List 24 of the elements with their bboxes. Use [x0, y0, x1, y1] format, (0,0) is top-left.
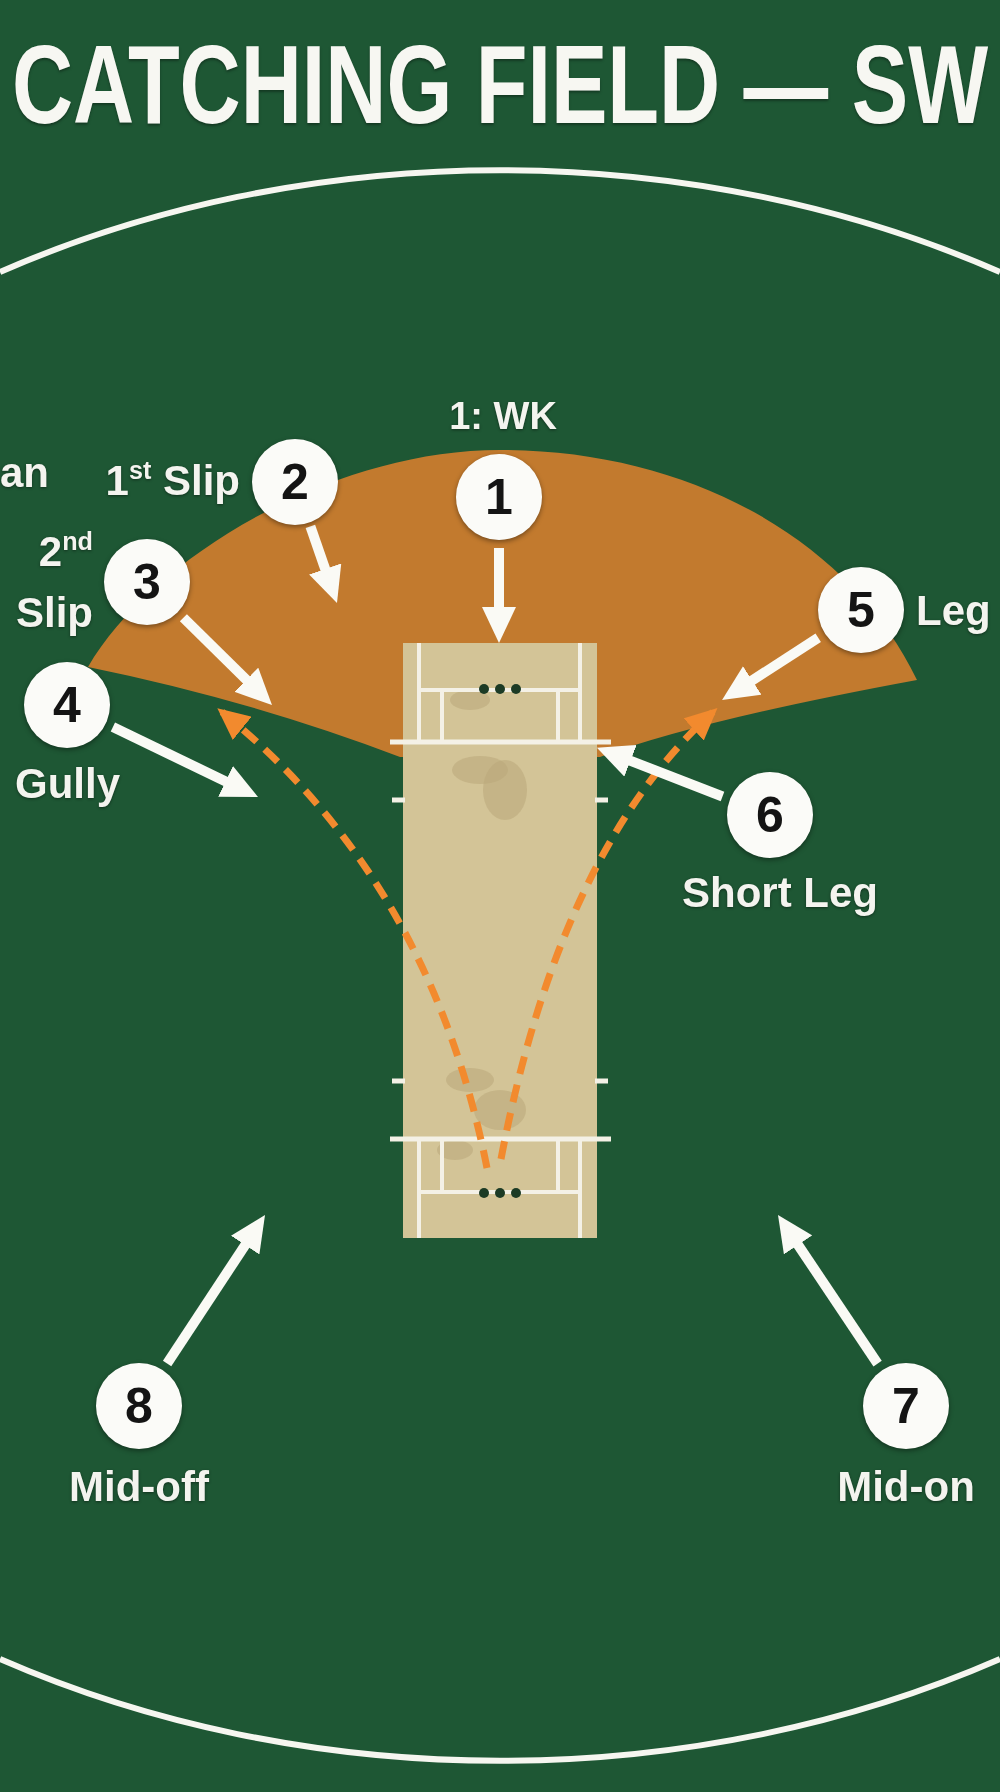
position-label: Mid-on: [837, 1463, 975, 1511]
arrow: [110, 722, 258, 797]
position-label: 2$^{nd}$ Slip: [15, 525, 93, 638]
position-marker: 8: [96, 1363, 182, 1449]
arrow: [179, 614, 272, 705]
position-label: 1$^{st}$ Slip: [105, 457, 240, 505]
position-marker: 7: [863, 1363, 949, 1449]
arrow: [722, 633, 821, 700]
position-label: Leg: [916, 587, 991, 635]
position-marker: 2: [252, 439, 338, 525]
position-label: an: [0, 449, 49, 497]
arrow: [778, 1214, 882, 1367]
position-label: 1: WK: [449, 395, 557, 438]
arrow: [162, 1215, 265, 1367]
position-label: Gully: [15, 760, 121, 808]
title: CATCHING FIELD — SW: [12, 29, 988, 141]
arrow: [596, 744, 725, 802]
arrow: [482, 548, 516, 643]
position-marker: 4: [24, 662, 110, 748]
position-label: Short Leg: [682, 869, 878, 917]
arrow: [305, 524, 342, 604]
position-marker: 6: [727, 772, 813, 858]
position-marker: 3: [104, 539, 190, 625]
position-label: Mid-off: [69, 1463, 209, 1511]
